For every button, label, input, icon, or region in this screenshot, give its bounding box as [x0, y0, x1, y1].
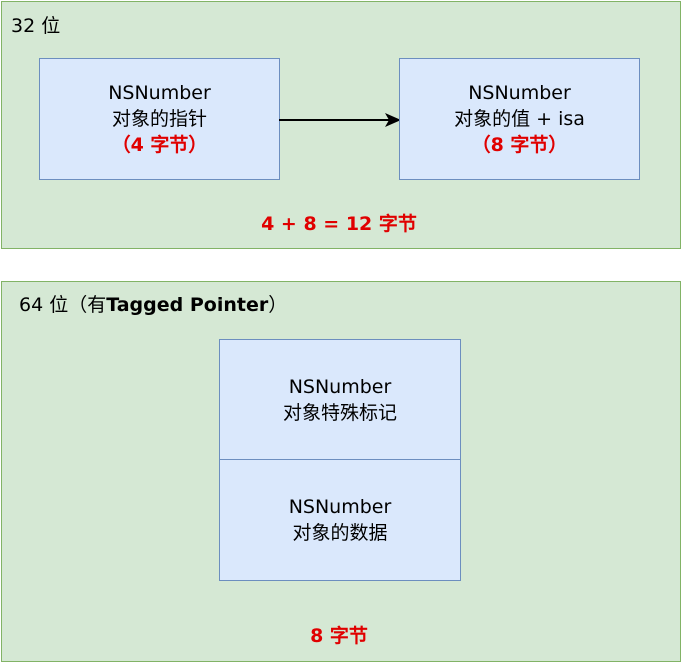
total-32-bit: 4 + 8 = 12 字节 — [261, 213, 417, 235]
arrow-connector — [279, 113, 401, 127]
title-suffix: ） — [268, 294, 288, 316]
pointer-box-line1: NSNumber — [108, 82, 211, 104]
pointer-box-size: （4 字节） — [111, 134, 208, 156]
title-prefix: 64 位（有 — [19, 294, 107, 316]
value-box-size: （8 字节） — [471, 134, 568, 156]
data-box-line2: 对象的数据 — [292, 522, 388, 544]
tag-box-line1: NSNumber — [288, 375, 392, 398]
panel-title-32-bit: 32 位 — [11, 15, 61, 37]
panel-title-64-bit: 64 位（有Tagged Pointer） — [19, 290, 287, 317]
nsnumber-value-box: NSNumber 对象的值 + isa （8 字节） — [399, 58, 640, 180]
nsnumber-data-box: NSNumber 对象的数据 — [219, 459, 461, 581]
title-tagged-pointer: Tagged Pointer — [106, 294, 269, 316]
nsnumber-tag-box: NSNumber 对象特殊标记 — [219, 339, 461, 460]
value-box-line1: NSNumber — [468, 82, 571, 104]
data-box-line1: NSNumber — [288, 496, 392, 518]
nsnumber-pointer-box: NSNumber 对象的指针 （4 字节） — [39, 58, 280, 180]
pointer-box-line2: 对象的指针 — [111, 108, 207, 130]
total-64-bit: 8 字节 — [310, 625, 368, 647]
tag-box-line2: 对象特殊标记 — [282, 401, 397, 424]
value-box-line2: 对象的值 + isa — [454, 108, 585, 130]
